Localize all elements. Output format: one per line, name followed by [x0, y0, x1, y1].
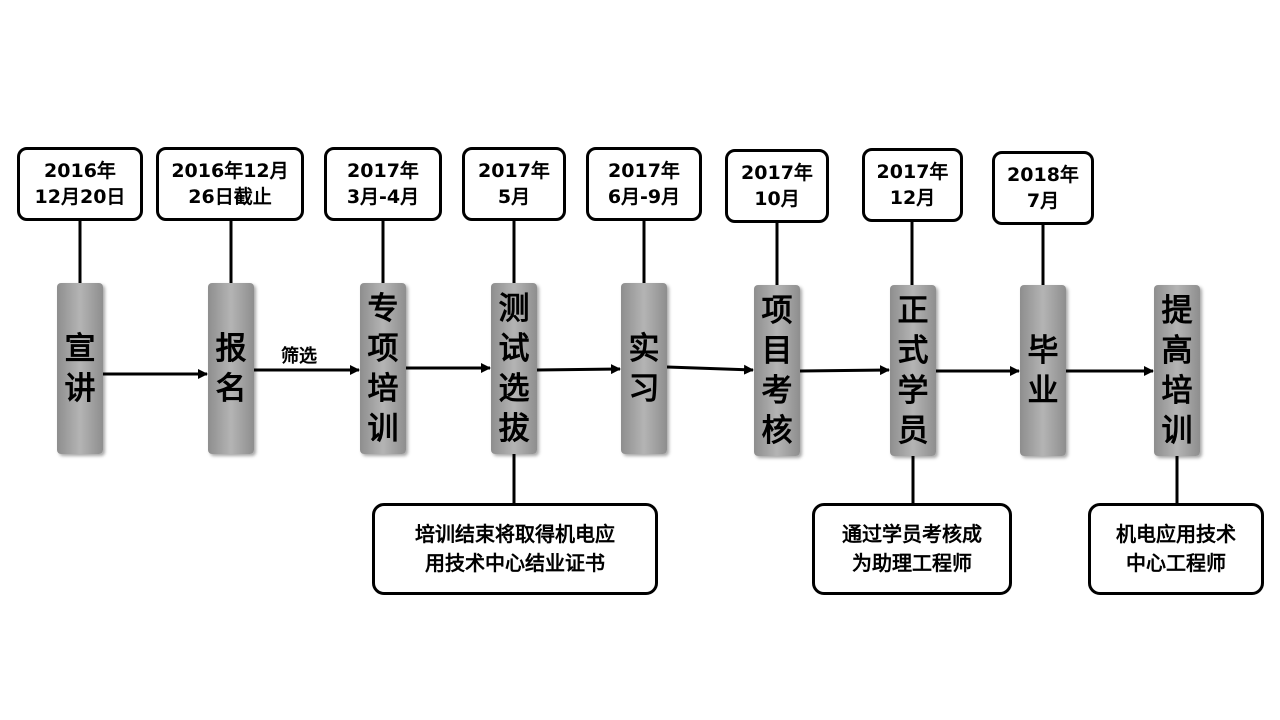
stage-biye: 毕业: [1020, 285, 1066, 456]
date-box-biye: 2018年 7月: [992, 151, 1094, 225]
date-box-xuanjiang: 2016年 12月20日: [17, 147, 143, 221]
date-box-shixi: 2017年 6月-9月: [586, 147, 702, 221]
stage-label: 项目考核: [761, 292, 793, 449]
arrow-shixi-xiangmu: [666, 364, 754, 375]
arrow-ceshi-shixi: [536, 364, 621, 375]
stage-label: 毕业: [1027, 332, 1059, 409]
stage-zhuanxiang: 专项培训: [360, 283, 406, 454]
stage-label: 测试选拔: [498, 290, 530, 447]
stage-ceshi: 测试选拔: [491, 283, 537, 454]
stage-label: 实习: [628, 330, 660, 407]
stage-zhengshi: 正式学员: [890, 285, 936, 456]
date-box-ceshi: 2017年 5月: [462, 147, 566, 221]
stage-label: 报名: [215, 330, 247, 407]
stage-shixi: 实习: [621, 283, 667, 454]
stage-label: 专项培训: [367, 290, 399, 447]
stage-label: 提高培训: [1161, 292, 1193, 449]
stage-xuanjiang: 宣讲: [57, 283, 103, 454]
date-box-xiangmu: 2017年 10月: [725, 149, 829, 223]
stage-baoming: 报名: [208, 283, 254, 454]
note-box-ceshi: 培训结束将取得机电应 用技术中心结业证书: [372, 503, 658, 595]
stage-label: 宣讲: [64, 330, 96, 407]
stage-xiangmu: 项目考核: [754, 285, 800, 456]
date-box-zhuanxiang: 2017年 3月-4月: [324, 147, 442, 221]
edge-label-screening: 筛选: [281, 346, 317, 367]
date-box-zhengshi: 2017年 12月: [862, 148, 963, 222]
date-box-baoming: 2016年12月 26日截止: [156, 147, 304, 221]
stage-label: 正式学员: [897, 292, 929, 449]
stage-tigao: 提高培训: [1154, 285, 1200, 456]
arrow-xiangmu-zhengshi: [799, 365, 890, 376]
note-box-zhengshi: 通过学员考核成 为助理工程师: [812, 503, 1012, 595]
note-box-tigao: 机电应用技术 中心工程师: [1088, 503, 1264, 595]
